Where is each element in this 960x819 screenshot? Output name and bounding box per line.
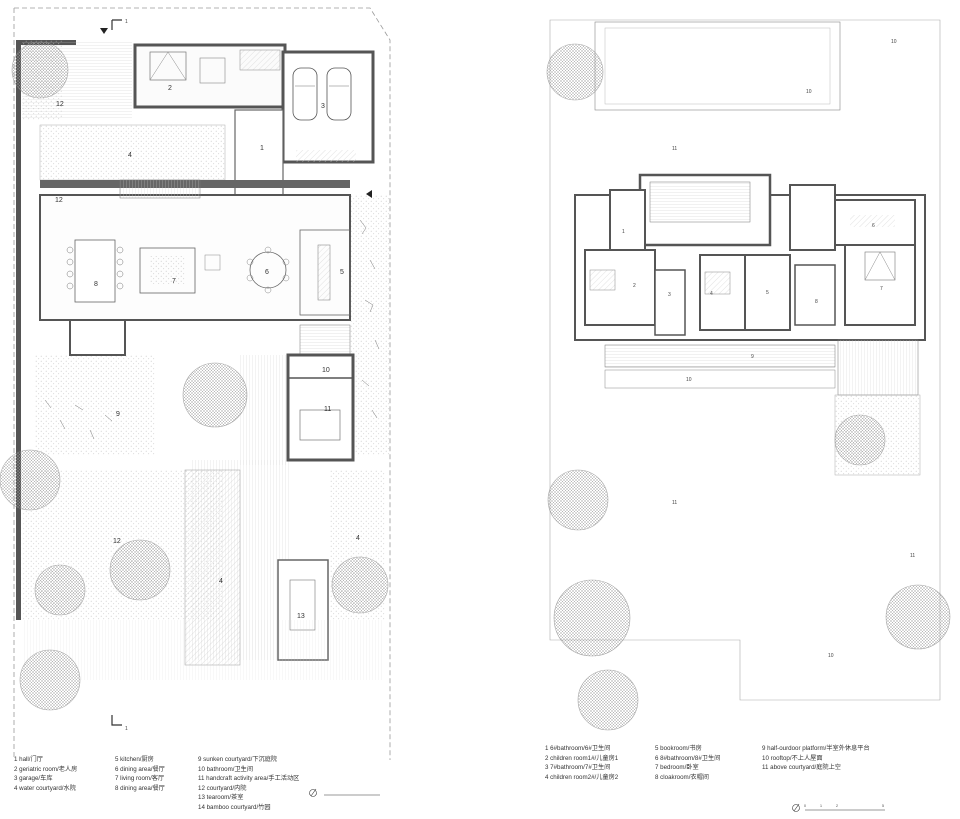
legend-item: 6 8#bathroom/8#卫生间	[655, 754, 721, 762]
upper-room-number-10d: 10	[828, 653, 834, 659]
scale-label-2: 2	[836, 804, 838, 808]
upper-room-number-5: 5	[766, 290, 769, 296]
legend-item: 3 garage/车库	[14, 775, 53, 783]
scale-label-5: 5	[882, 804, 884, 808]
legend-item: 9 half-ourdoor platform/半室外休息平台	[762, 745, 870, 752]
room-number-4-right: 4	[356, 535, 360, 542]
legend-item: 13 tearoom/茶室	[198, 794, 244, 802]
room-number-4-bottom: 4	[219, 578, 223, 585]
room-number-12-a: 12	[56, 101, 64, 108]
upper-room-number-1a: 1	[622, 229, 625, 235]
room-number-12-c: 12	[113, 538, 121, 545]
scale-label-0: 0	[804, 804, 806, 808]
upper-room-number-11a: 11	[672, 146, 677, 152]
legend-item: 1 hall/门厅	[14, 756, 43, 763]
room-number-2: 2	[168, 85, 172, 92]
upper-room-number-7: 7	[880, 286, 883, 292]
legend-item: 4 water courtyard/水院	[14, 784, 76, 792]
room-number-1: 1	[260, 145, 264, 152]
legend-item: 4 children room2#/儿童房2	[545, 773, 619, 781]
legend-item: 8 dining area/餐厅	[115, 784, 165, 792]
scale-label-1: 1	[820, 804, 822, 808]
room-number-10: 10	[322, 367, 330, 374]
legend-item: 11 above courtyard/庭院上空	[762, 764, 841, 772]
upper-room-number-10c: 10	[806, 89, 812, 95]
room-number-5: 5	[340, 269, 344, 276]
legend-item: 6 dining area/餐厅	[115, 765, 165, 773]
ground-floor-plan: 1 1 1 2 3 4 5 6 7 8 9 10 11 12 12 12 13 …	[0, 7, 391, 797]
upper-room-number-10b: 10	[891, 39, 897, 45]
legend-item: 8 cloakroom/衣帽间	[655, 773, 709, 781]
room-number-4-top: 4	[128, 152, 132, 159]
upper-room-number-11c: 11	[910, 553, 915, 559]
upper-legend-col-1: 1 6#bathroom/6#卫生间 2 children room1#/儿童房…	[545, 744, 618, 782]
upper-legend-col-3: 9 half-ourdoor platform/半室外休息平台 10 rooft…	[762, 744, 870, 773]
north-arrow-icon	[309, 789, 317, 797]
legend-item: 2 children room1#/儿童房1	[545, 754, 619, 762]
upper-floor-plan: 1 2 3 4 5 6 7 8 9 10 10 10 10 11 11 11 0…	[546, 19, 951, 812]
legend-item: 2 geriatric room/老人房	[14, 765, 78, 773]
ground-legend-col-3: 9 sunken courtyard/下沉庭院 10 bathroom/卫生间 …	[198, 755, 299, 813]
room-number-6: 6	[265, 269, 269, 276]
legend-item: 10 bathroom/卫生间	[198, 765, 254, 773]
legend-item: 10 rooftop/不上人屋面	[762, 754, 823, 762]
legend-item: 7 living room/客厅	[115, 775, 165, 783]
upper-room-number-6: 6	[872, 223, 875, 229]
legend-item: 1 6#bathroom/6#卫生间	[545, 745, 611, 752]
ground-legend-col-1: 1 hall/门厅 2 geriatric room/老人房 3 garage/…	[14, 755, 77, 793]
upper-room-number-2: 2	[633, 283, 636, 289]
upper-room-number-10: 10	[686, 377, 692, 383]
upper-room-number-3: 3	[668, 292, 671, 298]
upper-room-number-9: 9	[751, 354, 754, 360]
legend-item: 12 courtyard/内院	[198, 784, 247, 792]
north-arrow-upper-icon	[792, 804, 800, 812]
legend-item: 7 bedroom/卧室	[655, 764, 699, 772]
room-number-12-b: 12	[55, 197, 63, 204]
legend-item: 11 handcraft activity area/手工活动区	[198, 775, 300, 783]
upper-room-number-11b: 11	[672, 500, 677, 506]
upper-legend-col-2: 5 bookroom/书房 6 8#bathroom/8#卫生间 7 bedro…	[655, 744, 720, 782]
legend-item: 5 bookroom/书房	[655, 745, 702, 752]
legend-item: 9 sunken courtyard/下沉庭院	[198, 756, 278, 763]
room-number-8: 8	[94, 281, 98, 288]
legend-item: 14 bamboo courtyard/竹园	[198, 803, 271, 811]
upper-room-number-4: 4	[710, 291, 713, 297]
room-number-7: 7	[172, 278, 176, 285]
legend-item: 3 7#bathroom/7#卫生间	[545, 764, 611, 772]
legend-item: 5 kitchen/厨房	[115, 756, 154, 763]
room-number-3: 3	[321, 103, 325, 110]
ground-legend-col-2: 5 kitchen/厨房 6 dining area/餐厅 7 living r…	[115, 755, 165, 793]
room-number-9: 9	[116, 411, 120, 418]
section-mark-top: 1	[125, 19, 128, 25]
room-number-13: 13	[297, 613, 305, 620]
section-mark-bottom: 1	[125, 726, 128, 732]
room-number-11: 11	[324, 406, 331, 413]
upper-room-number-8: 8	[815, 299, 818, 305]
